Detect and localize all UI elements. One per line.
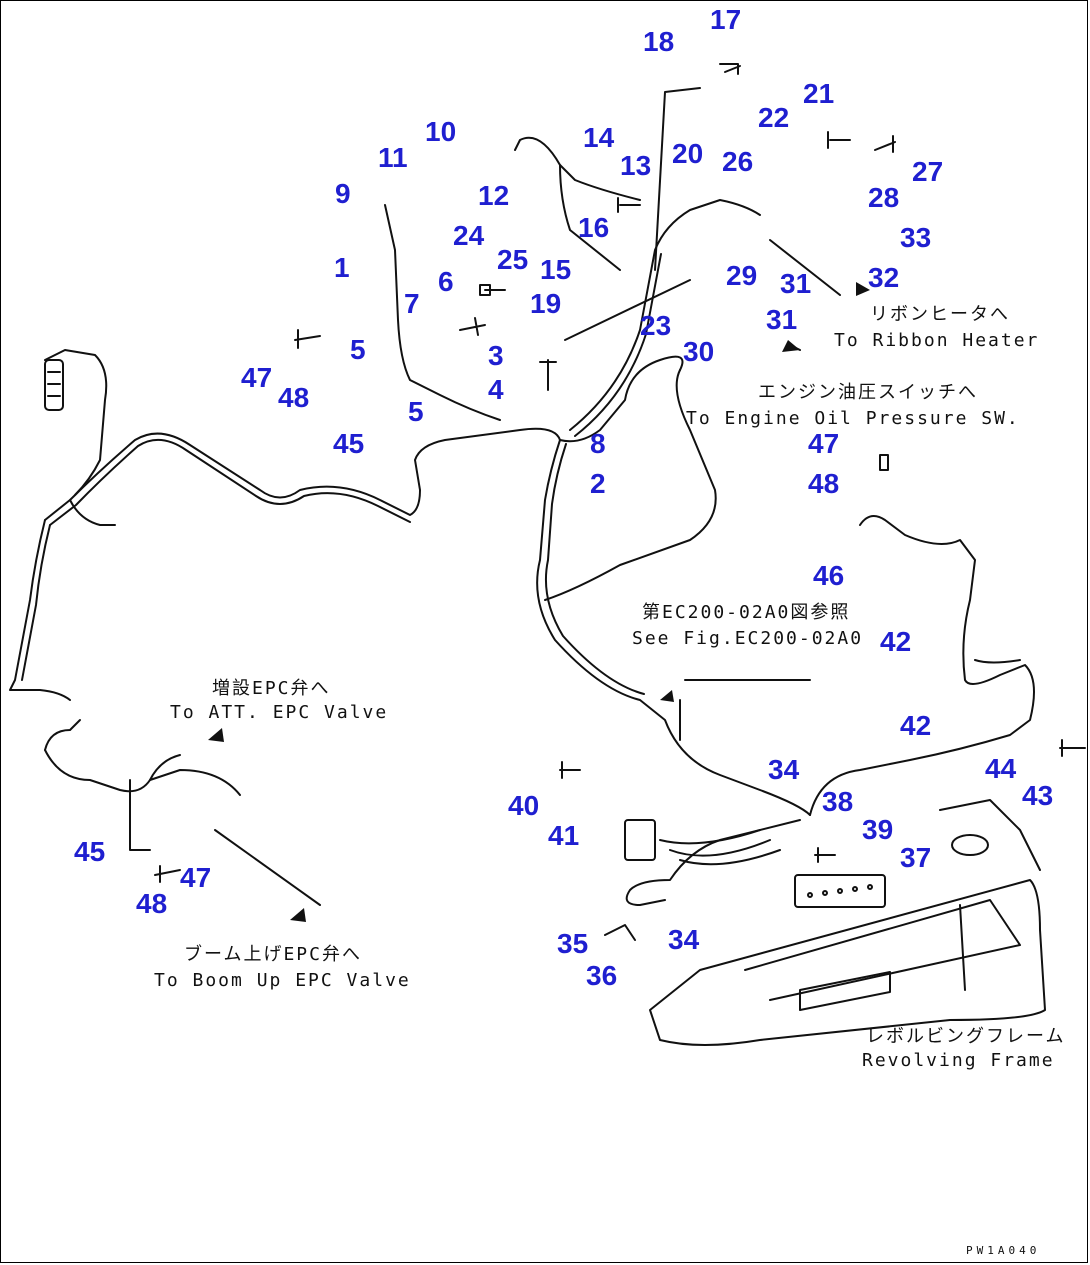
callout-number: 6 xyxy=(438,266,454,297)
upper-harness xyxy=(569,199,761,431)
callout-number: 21 xyxy=(803,78,835,109)
callout-number: 1 xyxy=(334,252,350,283)
callout-number: 47 xyxy=(241,362,273,393)
callout-number: 45 xyxy=(74,836,106,867)
callout-number: 7 xyxy=(404,288,420,319)
callout-number: 32 xyxy=(868,262,900,293)
callout-number: 8 xyxy=(590,428,606,459)
callout-number: 5 xyxy=(350,334,366,365)
callout-number: 41 xyxy=(548,820,580,851)
callout-number: 5 xyxy=(408,396,424,427)
callout-number: 45 xyxy=(333,428,365,459)
callout-number: 19 xyxy=(530,288,562,319)
left-connector xyxy=(44,349,108,496)
caption-oil-pressure-en: To Engine Oil Pressure SW. xyxy=(686,408,1020,429)
callout-number: 11 xyxy=(378,142,408,173)
callout-number: 48 xyxy=(808,468,840,499)
caption-ribbon-heater-jp: リボンヒータへ xyxy=(870,304,1010,325)
callout-number: 42 xyxy=(880,626,912,657)
callout-number: 36 xyxy=(586,960,618,991)
callout-number: 34 xyxy=(768,754,800,785)
callout-number: 15 xyxy=(540,254,572,285)
revolving-frame xyxy=(649,879,1046,1046)
callout-number: 44 xyxy=(985,753,1017,784)
callout-number: 2 xyxy=(590,468,606,499)
caption-att-epc-jp: 増設EPC弁へ xyxy=(212,678,331,699)
callout-number: 17 xyxy=(710,4,742,35)
caption-oil-pressure-jp: エンジン油圧スイッチへ xyxy=(758,382,978,403)
callout-number: 18 xyxy=(643,26,675,57)
drawing-code: PW1A040 xyxy=(966,1244,1041,1257)
callout-number: 48 xyxy=(136,888,168,919)
callout-number: 42 xyxy=(900,710,932,741)
center-harness xyxy=(536,439,811,816)
callout-number: 48 xyxy=(278,382,310,413)
callout-number: 14 xyxy=(583,122,615,153)
callout-number: 3 xyxy=(488,340,504,371)
caption-att-epc-en: To ATT. EPC Valve xyxy=(170,702,389,723)
callout-number: 23 xyxy=(640,310,672,341)
callout-number: 10 xyxy=(425,116,457,147)
callout-number: 40 xyxy=(508,790,540,821)
callout-number: 30 xyxy=(683,336,715,367)
callout-number: 39 xyxy=(862,814,894,845)
left-branch xyxy=(9,519,71,701)
caption-revolving-frame-en: Revolving Frame xyxy=(862,1050,1055,1071)
callout-number: 35 xyxy=(557,928,589,959)
caption-boom-up-jp: ブーム上げEPC弁へ xyxy=(184,944,362,965)
callout-number: 47 xyxy=(180,862,212,893)
caption-boom-up-en: To Boom Up EPC Valve xyxy=(154,970,411,991)
callout-number: 47 xyxy=(808,428,840,459)
callout-number: 12 xyxy=(478,180,510,211)
right-harness xyxy=(809,515,1035,816)
callout-number: 4 xyxy=(488,374,504,405)
callout-number: 22 xyxy=(758,102,790,133)
callout-number: 31 xyxy=(766,304,798,335)
callout-number: 29 xyxy=(726,260,758,291)
callout-number: 37 xyxy=(900,842,932,873)
callout-number: 33 xyxy=(900,222,932,253)
callout-number: 24 xyxy=(453,220,485,251)
callout-number: 27 xyxy=(912,156,944,187)
callout-number: 9 xyxy=(335,178,351,209)
callout-number: 38 xyxy=(822,786,854,817)
caption-revolving-frame-jp: レボルビングフレーム xyxy=(866,1026,1066,1047)
callout-number: 28 xyxy=(868,182,900,213)
main-harness xyxy=(44,427,561,521)
callout-number: 16 xyxy=(578,212,610,243)
callout-number: 26 xyxy=(722,146,754,177)
caption-ribbon-heater-en: To Ribbon Heater xyxy=(834,330,1040,351)
caption-see-fig-jp: 第EC200-02A0図参照 xyxy=(642,602,851,623)
callout-number: 46 xyxy=(813,560,845,591)
callout-number: 25 xyxy=(497,244,529,275)
callout-number: 20 xyxy=(672,138,704,169)
callout-number: 31 xyxy=(780,268,812,299)
callout-number: 13 xyxy=(620,150,652,181)
callout-number: 43 xyxy=(1022,780,1054,811)
callout-number: 34 xyxy=(668,924,700,955)
caption-see-fig-en: See Fig.EC200-02A0 xyxy=(632,628,864,649)
